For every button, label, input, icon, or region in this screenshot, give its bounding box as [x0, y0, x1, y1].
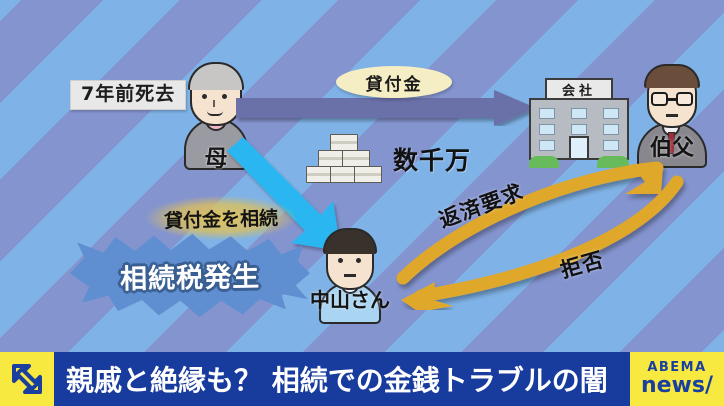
- uncle-label: 伯父: [649, 136, 694, 161]
- company-sign: 会社: [545, 78, 613, 100]
- banner-title: 親戚と絶縁も？ 相続での金銭トラブルの闇: [54, 352, 630, 406]
- uncle-glasses-right: [676, 92, 693, 106]
- company-building-icon: 会社: [527, 78, 631, 168]
- building-door: [569, 136, 589, 160]
- uncle-mouth: [666, 114, 678, 117]
- nakayama-eye-left: [338, 258, 343, 263]
- label-inheritance-tax: 相続税発生: [119, 261, 261, 295]
- news-wordmark: news/: [640, 373, 714, 398]
- uncle-glasses-bridge: [668, 98, 676, 101]
- label-inherit: 貸付金を相続: [163, 207, 279, 232]
- money-stack-icon: [300, 132, 396, 188]
- mother-hair: [188, 62, 244, 90]
- bottom-banner: 親戚と絶縁も？ 相続での金銭トラブルの闇 ABEMA news/: [0, 352, 724, 406]
- mother-mouth: [207, 111, 223, 116]
- abema-wordmark: ABEMA: [647, 360, 707, 375]
- nakayama-label: 中山さん: [310, 288, 390, 312]
- inherit-arrow-icon: [227, 137, 341, 251]
- figure-uncle: 伯父: [636, 64, 708, 168]
- uncle-hair: [644, 64, 700, 88]
- loan-arrow-icon: [236, 90, 536, 126]
- gold-arrows-icon: [396, 161, 684, 310]
- mother-eye-left: [202, 94, 207, 99]
- abema-news-logo: ABEMA news/: [630, 352, 724, 406]
- refresh-loop-icon: [0, 352, 54, 406]
- nakayama-eye-right: [356, 258, 361, 263]
- label-loan: 貸付金: [336, 66, 452, 98]
- nakayama-mouth: [344, 274, 356, 277]
- uncle-glasses-left: [651, 92, 668, 106]
- label-inherit-glow: 貸付金を相続: [146, 196, 296, 240]
- nakayama-hair: [323, 228, 377, 254]
- label-death: 7年前死去: [70, 80, 187, 110]
- mother-eye-right: [222, 94, 227, 99]
- figure-nakayama: 中山さん: [310, 228, 390, 324]
- label-amount: 数千万: [393, 146, 472, 175]
- mother-nose: [213, 100, 215, 107]
- mother-label: 母: [204, 146, 228, 172]
- banner-title-text: 親戚と絶縁も？ 相続での金銭トラブルの闇: [66, 364, 608, 397]
